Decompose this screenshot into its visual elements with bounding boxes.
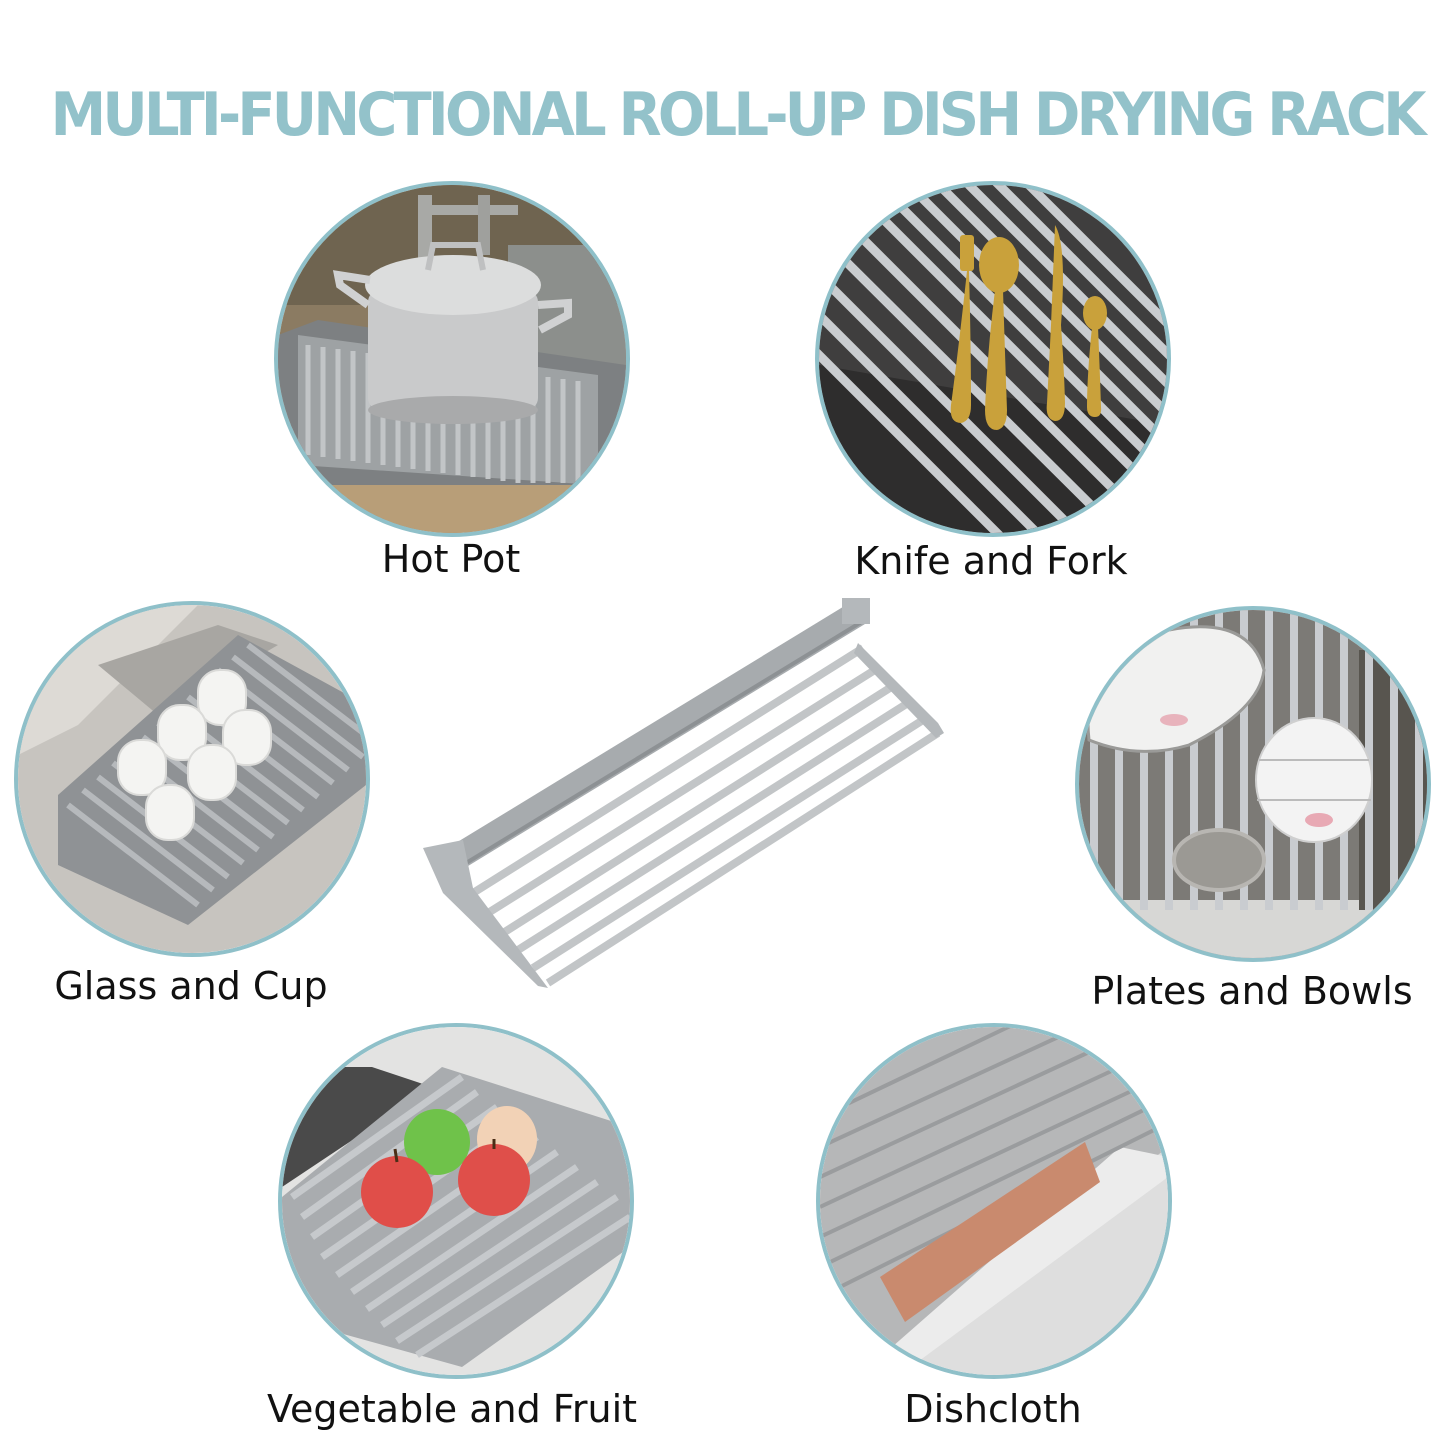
cups-icon [18, 605, 366, 953]
use-label-dishcloth: Dishcloth [904, 1387, 1082, 1431]
use-label-plates-bowls: Plates and Bowls [1091, 969, 1413, 1013]
vegetable-fruit-image [278, 1023, 634, 1379]
use-label-glass-cup: Glass and Cup [54, 964, 328, 1008]
fruit-icon [282, 1027, 630, 1375]
hot-pot-icon [278, 185, 626, 533]
dishcloth-icon [820, 1027, 1168, 1375]
use-label-hot-pot: Hot Pot [381, 537, 521, 581]
glass-cup-image [14, 601, 370, 957]
roll-up-rack-product-image [418, 588, 958, 988]
use-label-knife-fork: Knife and Fork [854, 539, 1128, 583]
roll-up-dish-rack-icon [423, 598, 944, 988]
use-label-vegetable-fruit: Vegetable and Fruit [266, 1387, 638, 1431]
cutlery-icon [819, 185, 1167, 533]
hot-pot-image [274, 181, 630, 537]
page-title: MULTI-FUNCTIONAL ROLL-UP DISH DRYING RAC… [50, 80, 1427, 151]
plates-bowls-image [1075, 606, 1431, 962]
dishcloth-image [816, 1023, 1172, 1379]
plates-bowls-icon [1079, 610, 1427, 958]
knife-fork-image [815, 181, 1171, 537]
